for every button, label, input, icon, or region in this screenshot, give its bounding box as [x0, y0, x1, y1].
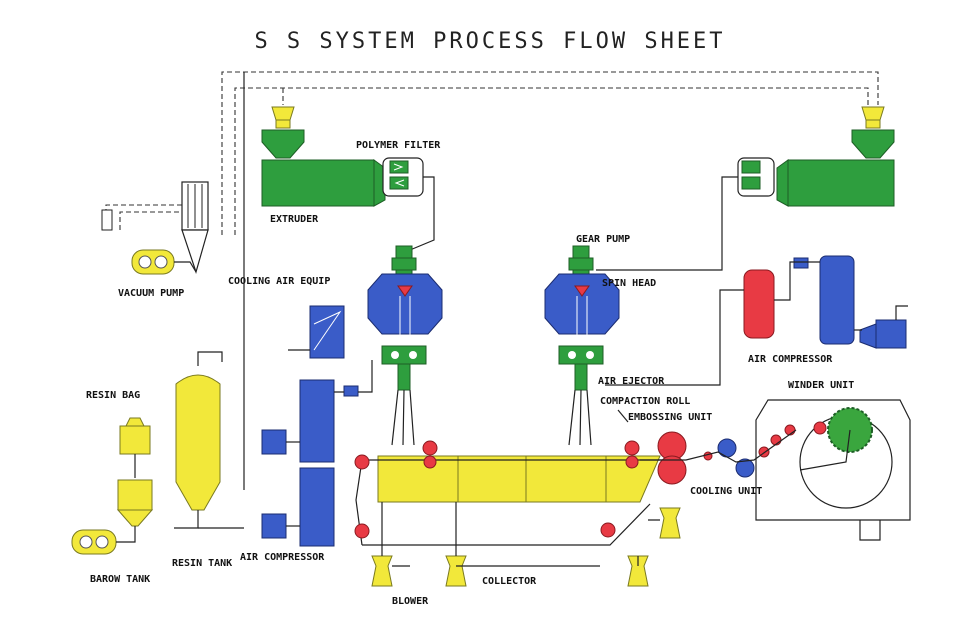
winder-unit-label: WINDER UNIT [788, 380, 854, 391]
polymer-filter-label: POLYMER FILTER [356, 140, 441, 151]
resin-bag [116, 417, 154, 527]
spin-head-right [544, 245, 620, 391]
vacuum-pump-label: VACUUM PUMP [118, 288, 184, 299]
embossing-unit-label: EMBOSSING UNIT [628, 412, 712, 423]
extruder-left [261, 106, 386, 207]
embossing-unit [617, 409, 797, 485]
barow-tank-label: BAROW TANK [90, 574, 150, 585]
extruder-right [776, 106, 895, 207]
vacuum-pump [131, 249, 197, 275]
diagram-title: S S SYSTEM PROCESS FLOW SHEET [254, 29, 725, 54]
cooling-unit-label: COOLING UNIT [690, 486, 762, 497]
gear-pump-label: GEAR PUMP [576, 234, 630, 245]
blowers [371, 502, 681, 587]
resin-bag-label: RESIN BAG [86, 390, 140, 401]
resin-tank-label: RESIN TANK [172, 558, 232, 569]
control-line [105, 71, 879, 235]
air-compressor-left-label: AIR COMPRESSOR [240, 552, 325, 563]
spin-head-left [367, 245, 443, 391]
polymer-filter-right [737, 157, 775, 197]
collector-label: COLLECTOR [482, 576, 537, 587]
vacuum-filter [101, 181, 209, 275]
spin-head-label: SPIN HEAD [602, 278, 656, 289]
extruder-label: EXTRUDER [270, 214, 319, 225]
collector-belt [354, 440, 670, 546]
filament-lines [391, 389, 592, 446]
air-compressor-right-label: AIR COMPRESSOR [748, 354, 833, 365]
winder-unit [755, 399, 911, 541]
blower-label: BLOWER [392, 596, 429, 607]
polymer-filter [382, 157, 424, 197]
compaction-roll-label: COMPACTION ROLL [600, 396, 690, 407]
barow-pump [71, 526, 136, 555]
cooling-air-equip-label: COOLING AIR EQUIP [228, 276, 330, 287]
air-compressor-right [605, 255, 908, 386]
resin-tank [174, 351, 244, 529]
air-ejector-label: AIR EJECTOR [598, 376, 665, 387]
air-compressor-left [261, 360, 373, 547]
cooling-air-equip [288, 305, 345, 359]
